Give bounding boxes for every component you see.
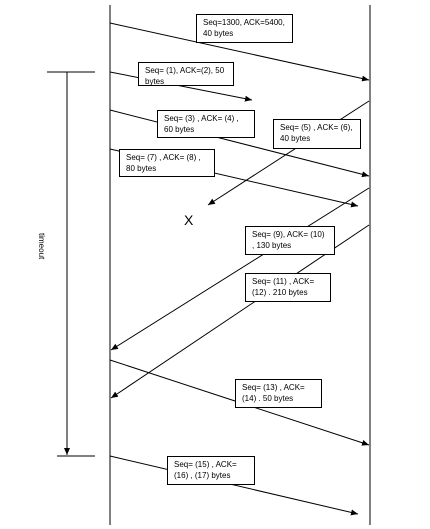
- timeout-label: timeout: [37, 233, 46, 260]
- segment-label-2: Seq= (1), ACK=(2), 50 bytes: [138, 62, 234, 86]
- segment-label-4: Seq= (5) , ACK= (6), 40 bytes: [273, 119, 361, 149]
- arrow-seg-2: [109, 71, 253, 102]
- arrow-seg-6: [110, 187, 370, 351]
- segment-label-9: Seq= (15) , ACK= (16) , (17) bytes: [167, 456, 255, 485]
- segment-label-8: Seq= (13) , ACK= (14) . 50 bytes: [235, 379, 322, 408]
- segment-label-7: Seq= (11) , ACK= (12) . 210 bytes: [245, 273, 331, 302]
- arrow-seg-4: [207, 100, 370, 206]
- segment-label-5: Seq= (7) , ACK= (8) , 80 bytes: [119, 149, 215, 177]
- segment-label-6: Seq= (9), ACK= (10) , 130 bytes: [245, 226, 335, 255]
- arrow-seg-3: [109, 109, 370, 178]
- lost-segment-marker: X: [184, 212, 194, 228]
- segment-label-1: Seq=1300, ACK=5400, 40 bytes: [196, 14, 293, 43]
- arrow-seg-9: [109, 455, 359, 516]
- arrow-seg-1: [109, 22, 370, 82]
- segment-label-3: Seq= (3) , ACK= (4) , 60 bytes: [157, 110, 255, 138]
